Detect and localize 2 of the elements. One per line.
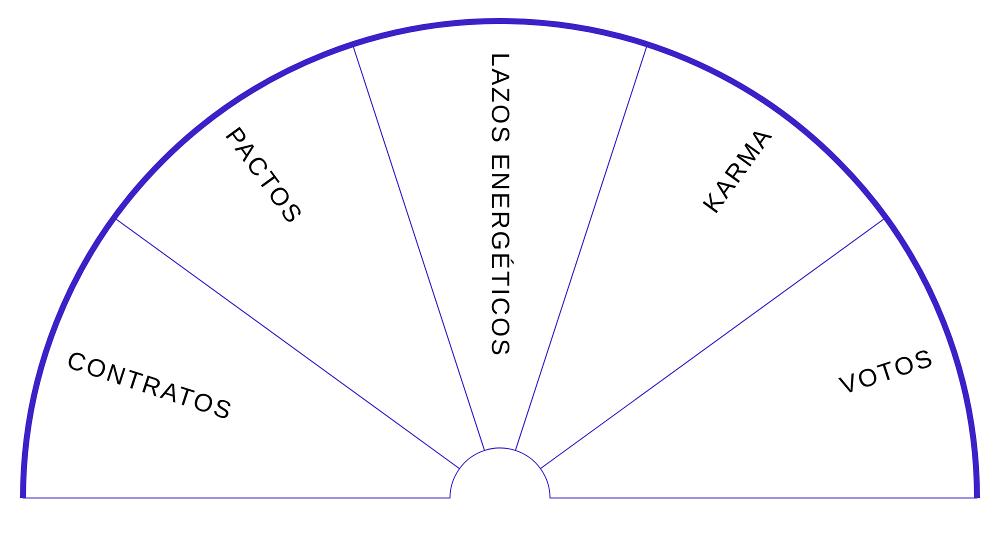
sector-label: LAZOS ENERGÉTICOS <box>488 52 512 358</box>
sector-label: VOTOS <box>836 345 938 399</box>
